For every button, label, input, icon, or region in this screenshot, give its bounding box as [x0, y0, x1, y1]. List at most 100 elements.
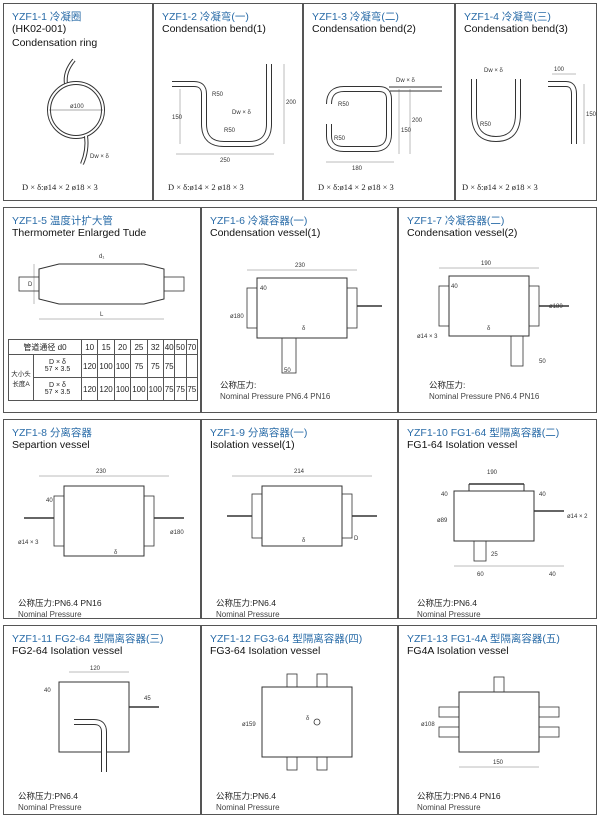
spec-text: D × δ:ø14 × 2 ø18 × 3: [22, 182, 98, 192]
height-label: 40: [451, 284, 458, 290]
table-header-cell: 管道通径 d0: [8, 339, 82, 355]
table-cell: 75: [163, 377, 176, 401]
table-header-cell: 32: [146, 339, 165, 355]
panel-condensation-vessel-1: YZF1-6 冷凝容器(一) Condensation vessel(1) 23…: [201, 207, 398, 413]
radius-label: R50: [480, 122, 492, 128]
table-cell: 75: [130, 354, 148, 378]
width-label: 150: [493, 760, 504, 766]
table-header-cell: 15: [97, 339, 115, 355]
fg2-vessel-drawing: 120 40 45: [44, 666, 159, 772]
fg1-vessel-drawing: 190 40 40 ø89 ø14 × 2 25 60 40: [437, 470, 588, 578]
spec-text: D × δ:ø14 × 2 ø18 × 3: [462, 182, 538, 192]
height-label: 150: [586, 112, 597, 118]
left-label: 40: [441, 492, 448, 498]
table-cell: 75: [163, 354, 176, 378]
width-label: 230: [295, 263, 306, 269]
isolation-vessel-1-drawing: 214 D δ: [227, 469, 377, 547]
size-label: ø14 × 3: [417, 334, 438, 340]
panel-title: YZF1-9 分离容器(一): [210, 427, 308, 439]
panel-english-name: Condensation bend(2): [312, 23, 416, 35]
bend-2-drawing: Dw × δ R50 R50 150 200 180: [326, 78, 442, 172]
table-cell: 75: [174, 377, 187, 401]
panel-english-name: Condensation vessel(1): [210, 227, 321, 239]
panel-condensation-vessel-2: YZF1-7 冷凝容器(二) Condensation vessel(2) 19…: [398, 207, 597, 413]
panel-english-name: Condensation bend(3): [464, 23, 568, 35]
dw-label: Dw × δ: [396, 78, 416, 84]
bottom-label: 50: [284, 368, 291, 374]
panel-english-name: Condensation bend(1): [162, 23, 266, 35]
thickness-label: δ: [302, 326, 306, 332]
enlarged-tube-drawing: d₁ D L: [18, 254, 185, 320]
table-cell: 100: [113, 354, 132, 378]
row-label: 大小头长度A: [8, 354, 34, 401]
vessel-2-drawing: 190 ø180 40 ø14 × 3 50 δ: [417, 261, 569, 367]
right-label: 40: [539, 492, 546, 498]
width-label: 230: [96, 469, 107, 475]
table-header-cell: 40: [163, 339, 176, 355]
diameter-label: ø180: [549, 304, 563, 310]
panel-english-name: Condensation ring: [12, 37, 98, 49]
height-label-1: 150: [172, 115, 183, 121]
panel-title: YZF1-7 冷凝容器(二): [407, 215, 505, 227]
table-cell: [174, 354, 187, 378]
d1-label: d₁: [99, 254, 104, 260]
diameter-label: ø180: [230, 314, 244, 320]
condensation-ring-drawing: ø100 Dw × δ: [47, 58, 110, 165]
diameter-label: ø89: [437, 518, 448, 524]
panel-english-name: Thermometer Enlarged Tude: [12, 227, 147, 239]
dw-label: Dw × δ: [90, 154, 110, 160]
diameter-label: ø180: [170, 530, 184, 536]
bend-3-drawing: Dw × δ R50 100 150: [471, 67, 597, 144]
top-label: 190: [487, 470, 498, 476]
panel-english-name: FG2-64 Isolation vessel: [12, 645, 123, 657]
left-label: 40: [44, 688, 51, 694]
panel-title: YZF1-2 冷凝弯(一): [162, 11, 249, 23]
bottom-label-2: 40: [549, 572, 556, 578]
table-cell: 120: [80, 354, 99, 378]
panel-title: YZF1-3 冷凝弯(二): [312, 11, 399, 23]
h-label: 25: [491, 552, 498, 558]
height-label-2: 200: [286, 100, 297, 106]
spec-text: D × δ:ø14 × 2 ø18 × 3: [168, 182, 244, 192]
width-label: 120: [90, 666, 101, 672]
bend-1-drawing: R50 R50 Dw × δ 150 200 250: [172, 64, 297, 164]
panel-condensation-bend-3: YZF1-4 冷凝弯(三) Condensation bend(3) Dw × …: [455, 3, 597, 201]
panel-english-name: FG3-64 Isolation vessel: [210, 645, 321, 657]
width-label: 214: [294, 469, 305, 475]
diameter-label: ø159: [242, 722, 256, 728]
thickness-label: δ: [306, 716, 310, 722]
pressure-info: 公称压力:Nominal Pressure PN6.4 PN16: [220, 380, 331, 401]
table-header-cell: 50: [174, 339, 187, 355]
dw-label: Dw × δ: [232, 110, 252, 116]
width-label: 100: [554, 67, 565, 73]
height-label-2: 200: [412, 118, 423, 124]
panel-fg1-isolation-vessel: YZF1-10 FG1-64 型隔离容器(二) FG1-64 Isolation…: [398, 419, 597, 619]
spec-text: D × δ:ø14 × 2 ø18 × 3: [318, 182, 394, 192]
panel-fg4a-isolation-vessel: YZF1-13 FG1-4A 型隔离容器(五) FG4A Isolation v…: [398, 625, 597, 815]
table-header-row: 管道通径 d0 10 15 20 25 32 40 50 70: [8, 339, 199, 355]
panel-separation-vessel: YZF1-8 分离容器 Separtion vessel 230 40 ø14 …: [3, 419, 201, 619]
separation-vessel-drawing: 230 40 ø14 × 3 ø180 δ: [18, 469, 184, 557]
panel-english-name: FG1-64 Isolation vessel: [407, 439, 518, 451]
vessel-1-drawing: 230 ø180 40 δ 50: [230, 263, 382, 374]
size-label: ø14 × 2: [567, 514, 588, 520]
width-label: 250: [220, 158, 231, 164]
d-label: D: [28, 282, 33, 288]
bottom-label: 50: [539, 359, 546, 365]
thickness-label: δ: [302, 538, 306, 544]
size-label: ø14 × 3: [18, 540, 39, 546]
width-label: 180: [352, 166, 363, 172]
panel-title: YZF1-12 FG3-64 型隔离容器(四): [210, 633, 363, 645]
panel-title: YZF1-8 分离容器: [12, 427, 92, 439]
panel-condensation-bend-2: YZF1-3 冷凝弯(二) Condensation bend(2) Dw × …: [303, 3, 455, 201]
panel-english-name: FG4A Isolation vessel: [407, 645, 509, 657]
table-cell: 120: [97, 377, 115, 401]
table-cell: 100: [130, 377, 148, 401]
panel-english-name: Separtion vessel: [12, 439, 90, 451]
panel-english-name: Isolation vessel(1): [210, 439, 295, 451]
